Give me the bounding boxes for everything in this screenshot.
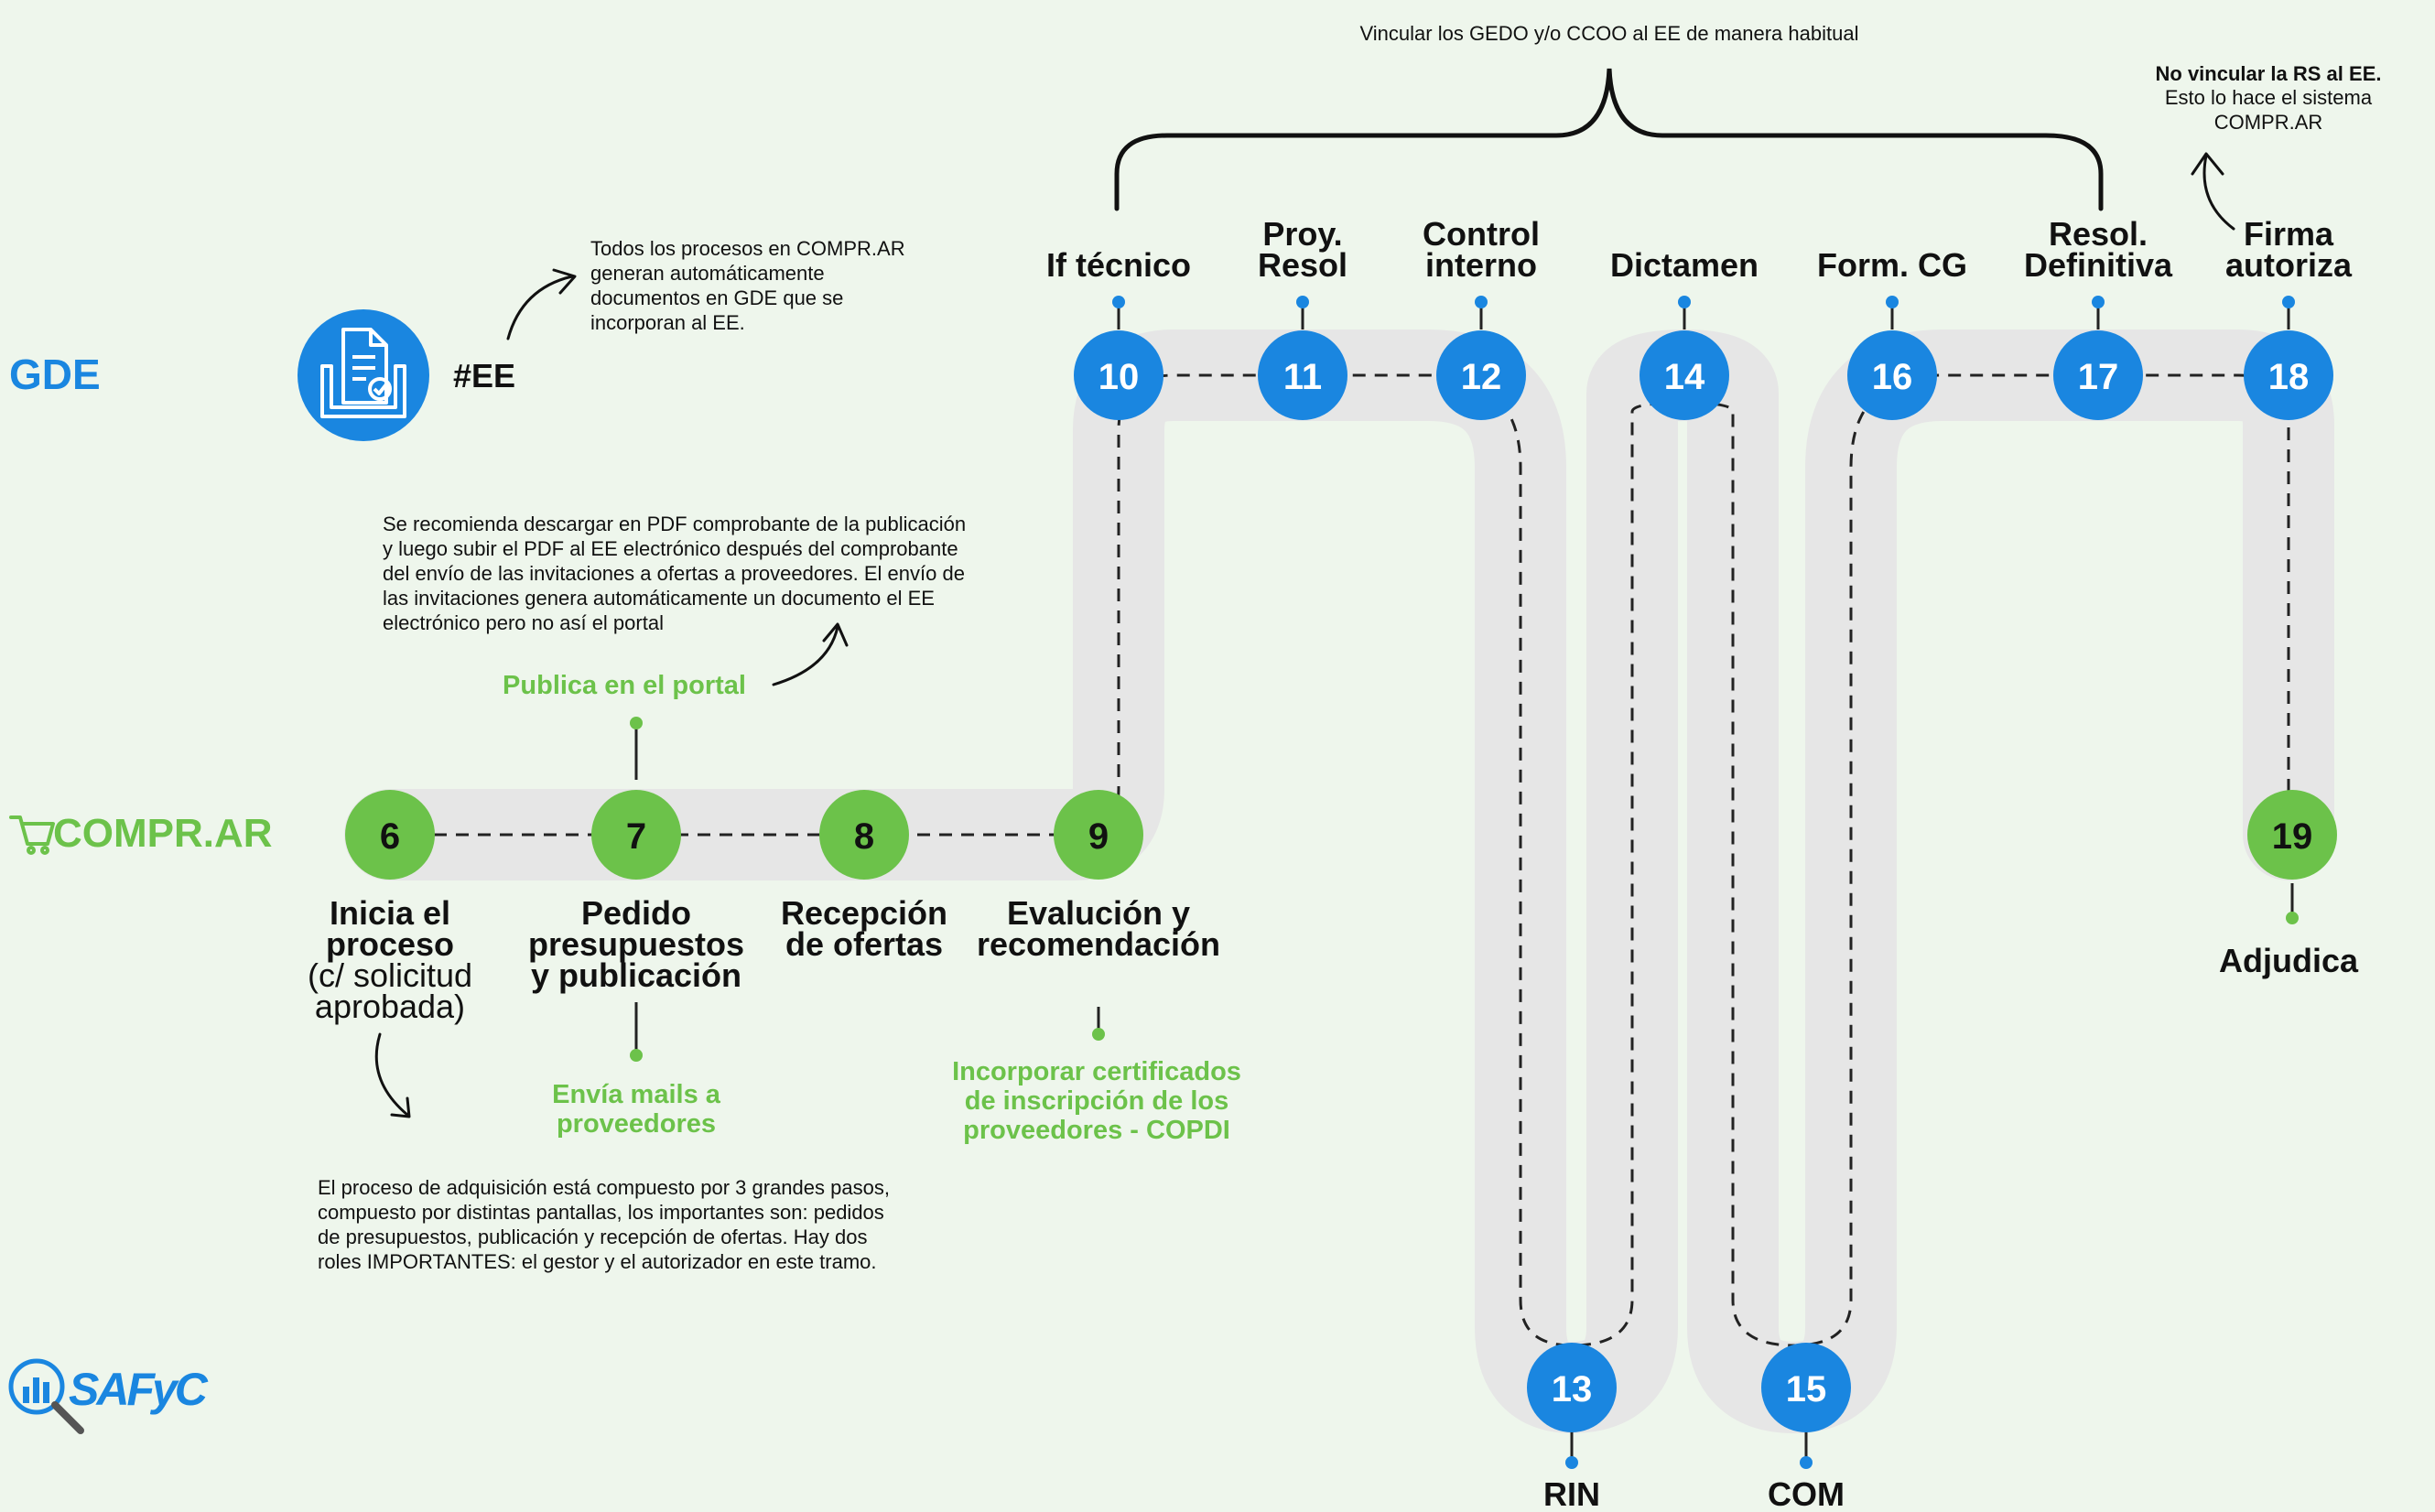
step-8-label-1: Recepción — [781, 894, 947, 932]
step-6: 6 — [345, 790, 435, 880]
gde-brand: GDE — [9, 351, 101, 398]
curved-arrow-icon — [506, 268, 577, 340]
step-19-label: Adjudica — [2219, 942, 2359, 979]
step-9-label-1: Evalución y — [1007, 894, 1190, 932]
step-11-label-1: Proy. — [1262, 215, 1342, 253]
svg-text:12: 12 — [1461, 357, 1502, 397]
step-16: 16 — [1847, 330, 1937, 420]
step-9-below-2: de inscripción de los — [965, 1086, 1228, 1116]
svg-text:15: 15 — [1786, 1369, 1827, 1409]
svg-text:6: 6 — [380, 816, 400, 857]
svg-text:13: 13 — [1552, 1369, 1593, 1409]
svg-text:11: 11 — [1283, 357, 1322, 397]
node-stems — [630, 296, 2299, 1469]
step-15-label: COM — [1768, 1475, 1845, 1512]
curved-arrow-icon — [374, 1032, 411, 1118]
step-6-label-2: proceso — [326, 925, 454, 963]
magnifier-chart-icon — [8, 1358, 84, 1434]
cart-icon — [9, 815, 55, 855]
svg-text:19: 19 — [2272, 816, 2313, 857]
step-7-below-1: Envía mails a — [552, 1080, 721, 1109]
step-6-label-1: Inicia el — [330, 894, 450, 932]
step-17-label-1: Resol. — [2049, 215, 2148, 253]
curly-brace-icon — [1114, 68, 2104, 211]
svg-text:18: 18 — [2268, 357, 2310, 397]
step-13: 13 — [1527, 1343, 1617, 1432]
step-12-label-1: Control — [1423, 215, 1540, 253]
curved-arrow-icon — [2191, 152, 2235, 231]
ee-tag: #EE — [453, 357, 515, 394]
publication-note-line-4: las invitaciones genera automáticamente … — [383, 587, 935, 610]
step-8: 8 — [819, 790, 909, 880]
svg-text:17: 17 — [2078, 357, 2119, 397]
step-7-label-3: y publicación — [531, 956, 741, 994]
svg-text:7: 7 — [626, 816, 646, 857]
svg-text:16: 16 — [1872, 357, 1913, 397]
svg-text:10: 10 — [1098, 357, 1140, 397]
svg-text:14: 14 — [1664, 357, 1705, 397]
step-16-label: Form. CG — [1817, 246, 1967, 284]
gde-note-line-4: incorporan al EE. — [590, 311, 745, 334]
step-6-sublabel-1: (c/ solicitud — [308, 956, 472, 994]
rs-note-line-2: COMPR.AR — [2214, 111, 2323, 134]
safyc-brand: SAFyC — [69, 1364, 209, 1415]
process-note-line-3: de presupuestos, publicación y recepción… — [318, 1226, 867, 1248]
step-10-label: If técnico — [1046, 246, 1191, 284]
step-14: 14 — [1640, 330, 1729, 420]
process-note-line-2: compuesto por distintas pantallas, los i… — [318, 1201, 884, 1224]
svg-text:8: 8 — [854, 816, 874, 857]
step-9-label-2: recomendación — [977, 925, 1220, 963]
publication-note-line-2: y luego subir el PDF al EE electrónico d… — [383, 537, 958, 560]
step-7-below-2: proveedores — [557, 1109, 716, 1139]
step-8-label-2: de ofertas — [785, 925, 943, 963]
step-17: 17 — [2053, 330, 2143, 420]
step-7-label-1: Pedido — [581, 894, 691, 932]
process-note-line-4: roles IMPORTANTES: el gestor y el autori… — [318, 1250, 877, 1273]
step-18: 18 — [2244, 330, 2333, 420]
document-check-icon — [320, 328, 406, 418]
step-11-label-2: Resol — [1258, 246, 1347, 284]
publication-note-line-1: Se recomienda descargar en PDF comproban… — [383, 513, 966, 535]
svg-text:9: 9 — [1088, 816, 1109, 857]
step-9-below-1: Incorporar certificados — [952, 1057, 1241, 1086]
step-10: 10 — [1074, 330, 1163, 420]
gde-note-line-1: Todos los procesos en COMPR.AR — [590, 237, 905, 260]
step-15: 15 — [1761, 1343, 1851, 1432]
publication-note-line-3: del envío de las invitaciones a ofertas … — [383, 562, 965, 585]
step-17-label-2: Definitiva — [2024, 246, 2173, 284]
step-6-sublabel-2: aprobada) — [315, 988, 465, 1025]
link-note: Vincular los GEDO y/o CCOO al EE de mane… — [1360, 22, 1859, 45]
step-9-below-3: proveedores - COPDI — [963, 1116, 1230, 1145]
step-12-label-2: interno — [1425, 246, 1537, 284]
step-13-label: RIN — [1543, 1475, 1600, 1512]
gde-note-line-3: documentos en GDE que se — [590, 286, 843, 309]
curved-arrow-icon — [772, 622, 849, 686]
gde-note-line-2: generan automáticamente — [590, 262, 825, 285]
publication-note-line-5: electrónico pero no así el portal — [383, 611, 664, 634]
step-18-label-2: autoriza — [2225, 246, 2353, 284]
step-7: 7 — [591, 790, 681, 880]
step-7-above: Publica en el portal — [503, 671, 746, 700]
comprar-brand: COMPR.AR — [53, 811, 273, 856]
step-12: 12 — [1436, 330, 1526, 420]
step-18-label-1: Firma — [2244, 215, 2334, 253]
step-9: 9 — [1054, 790, 1143, 880]
step-14-label: Dictamen — [1610, 246, 1759, 284]
step-19: 19 — [2247, 790, 2337, 880]
rs-note-line-1: Esto lo hace el sistema — [2165, 86, 2373, 109]
step-7-label-2: presupuestos — [528, 925, 744, 963]
process-note-line-1: El proceso de adquisición está compuesto… — [318, 1176, 890, 1199]
step-11: 11 — [1258, 330, 1347, 420]
rs-note-bold: No vincular la RS al EE. — [2156, 62, 2382, 85]
